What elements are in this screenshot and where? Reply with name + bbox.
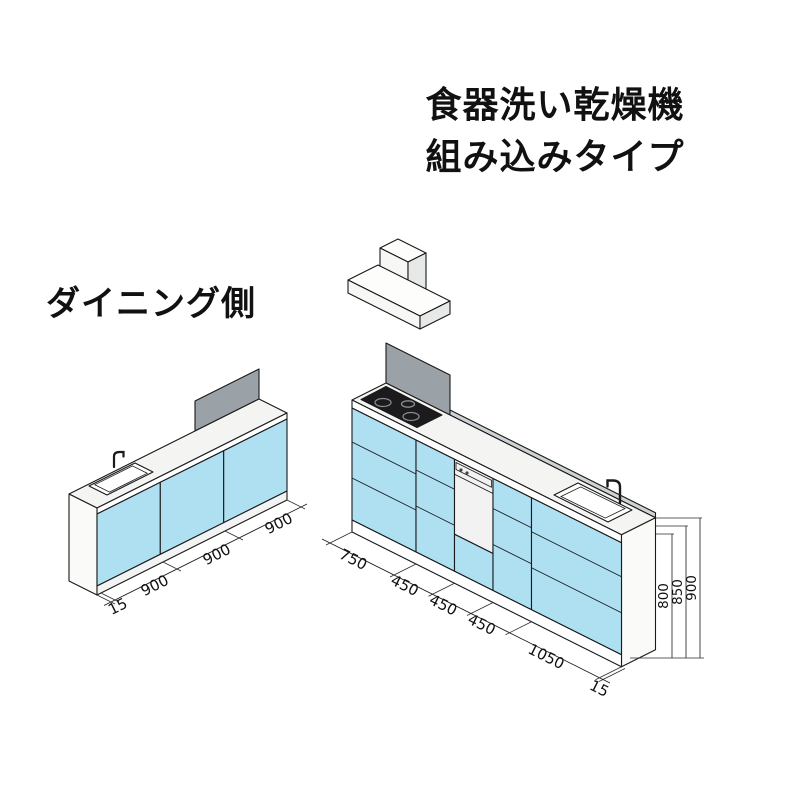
burner-icon — [403, 413, 419, 421]
page-title: 食器洗い乾燥機 組み込みタイプ — [320, 80, 790, 184]
dim-label-900-2: 900 — [200, 540, 234, 569]
dining-cabinet-fronts — [97, 419, 287, 595]
title-line-1: 食器洗い乾燥機 — [425, 85, 685, 126]
dining-faucet-icon — [114, 452, 124, 467]
sink — [554, 483, 632, 522]
burner-icon — [402, 401, 415, 407]
dining-side-label: ダイニング側 — [46, 284, 256, 324]
dim-label-450-2: 450 — [426, 591, 460, 620]
dim-label-900-1: 900 — [138, 571, 172, 600]
drawer-cabinet-front-1 — [416, 440, 455, 571]
backguard-panel — [386, 343, 656, 518]
width-dimension-chain: 750 450 450 450 1050 15 — [322, 532, 625, 701]
height-label-800: 800 — [656, 583, 672, 609]
dishwasher-control-panel — [456, 463, 492, 488]
dim-label-750: 750 — [336, 545, 370, 574]
dishwasher-control-button — [459, 468, 463, 472]
title-line-2: 組み込みタイプ — [425, 137, 685, 179]
height-dimensions: 800 850 900 — [630, 518, 704, 658]
end-panel — [622, 518, 656, 667]
dining-end-panel — [69, 494, 97, 595]
dim-label-450-3: 450 — [465, 610, 499, 639]
cabinet-fronts — [352, 408, 622, 667]
dishwasher-handle — [455, 474, 494, 493]
dim-label-1050: 1050 — [525, 640, 567, 673]
dim-label-450-1: 450 — [388, 571, 422, 600]
height-label-850: 850 — [670, 579, 686, 605]
dim-label-15-end: 15 — [587, 676, 612, 701]
cooktop — [361, 387, 442, 428]
faucet-icon — [608, 481, 621, 504]
front-view-drawing: 750 450 450 450 1050 15 800 850 900 — [320, 215, 750, 701]
dining-view-drawing: 15 900 900 900 — [52, 368, 332, 619]
dim-label-15-dining: 15 — [105, 594, 130, 619]
height-label-900: 900 — [684, 575, 700, 601]
burner-icon — [375, 399, 391, 407]
dining-sink — [89, 463, 153, 495]
dishwasher-control-button — [465, 471, 469, 475]
hood-side — [420, 301, 450, 329]
range-hood — [348, 239, 450, 329]
dim-label-900-3: 900 — [262, 509, 296, 538]
drawer-cabinet-front-2 — [493, 479, 532, 610]
